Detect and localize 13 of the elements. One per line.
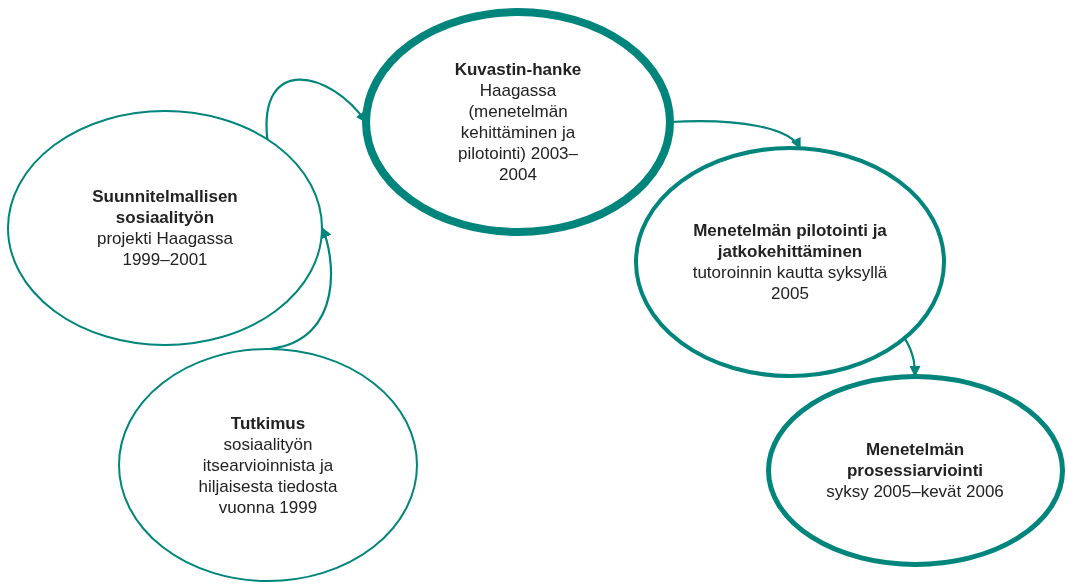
ellipse-node [361, 7, 675, 237]
node-title: Kuvastin-hanke [454, 59, 582, 80]
node-text: syksy 2005–kevät 2006 [826, 480, 1004, 502]
node-title: Tutkimus [230, 412, 306, 434]
ellipse-node [117, 347, 419, 583]
node-text: sosiaalityön itsearvioinnista ja hiljaisesta tiedosta vuonna 1999 [197, 433, 339, 518]
ellipse-node [764, 372, 1066, 568]
node-text: Haagassa (menetelmän kehittäminen ja pilotointi) 2003–2004 [457, 80, 579, 185]
ellipse-node [633, 145, 947, 379]
node-text: projekti Haagassa 1999–2001 [95, 228, 235, 270]
arrow [269, 227, 333, 351]
node-text: tutoroinnin kautta syksyllä 2005 [691, 262, 889, 304]
ellipse-node [6, 109, 324, 347]
